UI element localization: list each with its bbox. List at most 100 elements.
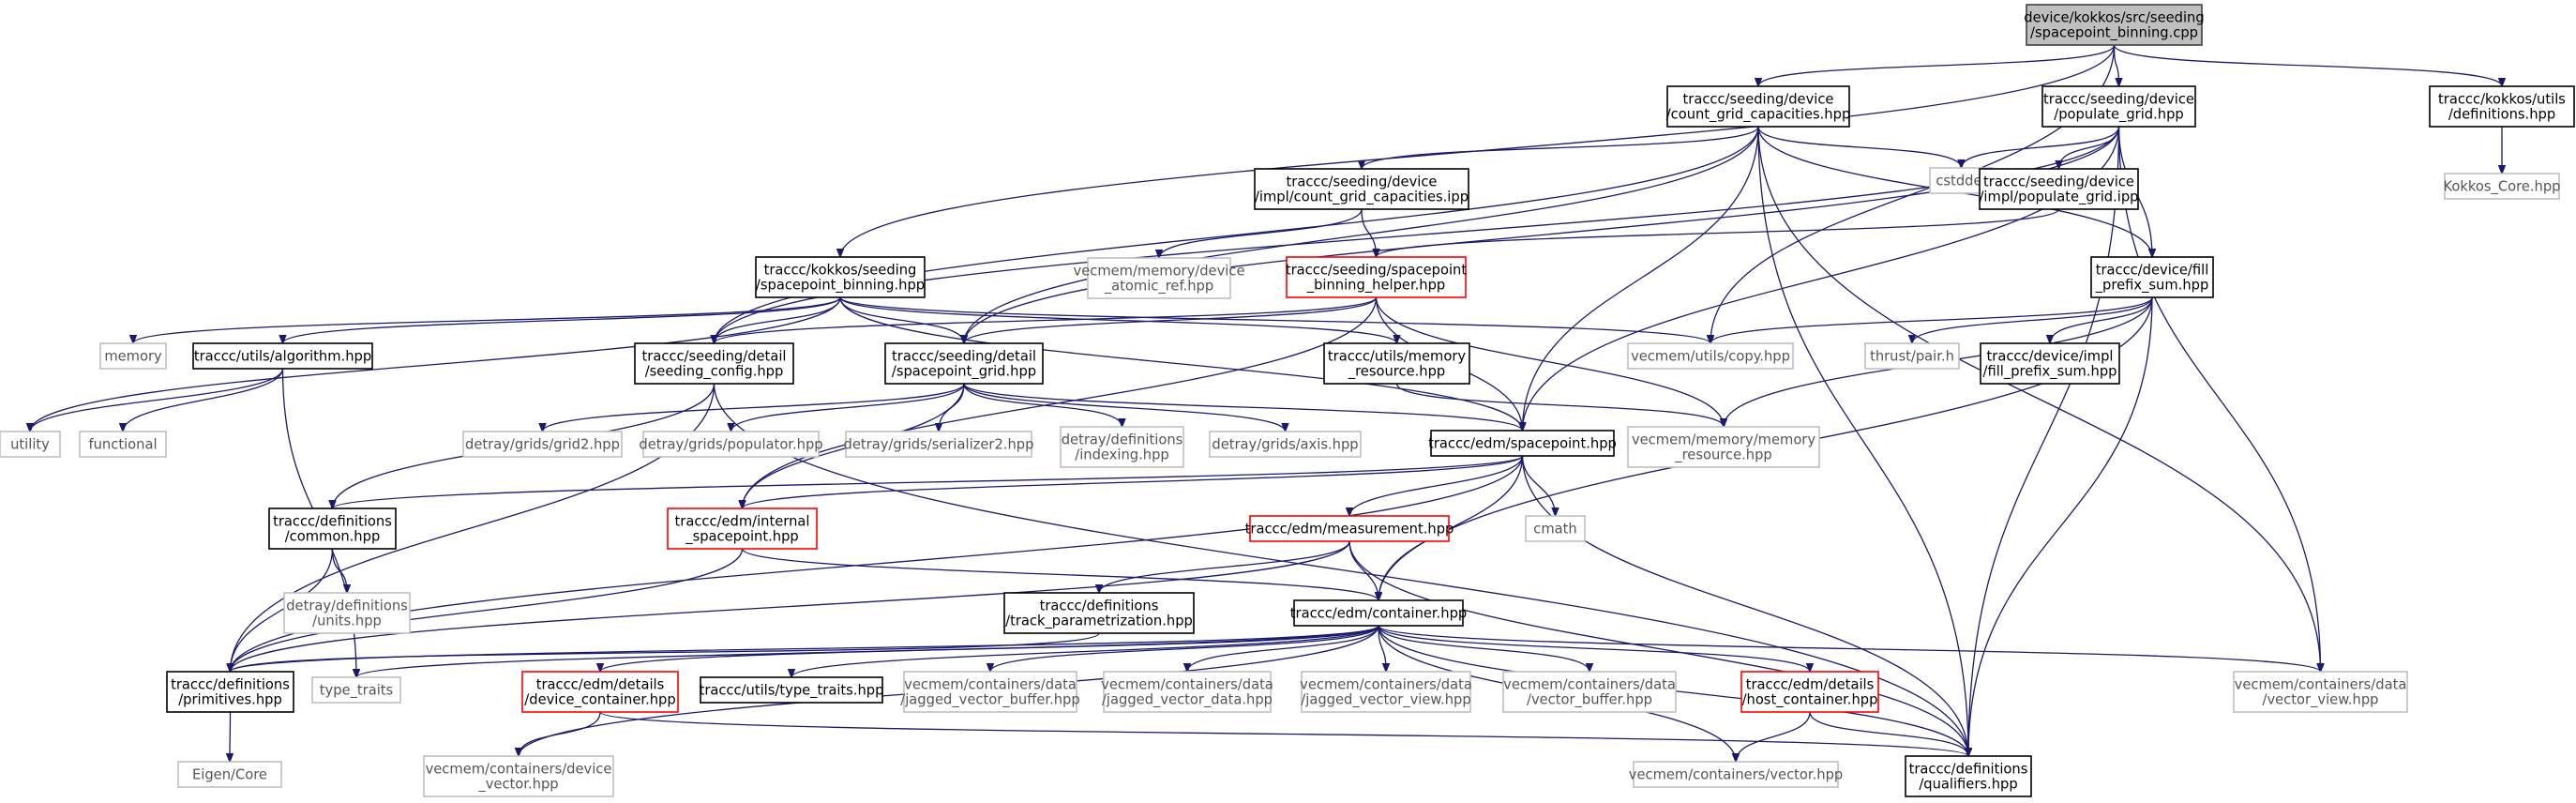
dependency-edge-defs_common-to-detray_units bbox=[331, 548, 348, 593]
node-label: _binning_helper.hpp bbox=[1306, 278, 1446, 294]
node-fill-prefix-impl[interactable]: traccc/device/impl/fill_prefix_sum.hpp bbox=[1980, 342, 2120, 385]
edge-path bbox=[743, 455, 1524, 508]
node-box bbox=[1209, 431, 1362, 458]
dependency-edge-kokkos_binning-to-edm_spacepoint bbox=[839, 296, 1523, 431]
node-functional: functional bbox=[79, 431, 167, 458]
node-qualifiers[interactable]: traccc/definitions/qualifiers.hpp bbox=[1905, 755, 2032, 797]
node-label: /jagged_vector_view.hpp bbox=[1301, 692, 1470, 708]
node-label: vecmem/containers/data bbox=[1300, 677, 1472, 693]
node-kokkos-core: Kokkos_Core.hpp bbox=[2444, 173, 2560, 200]
node-serializer2: detray/grids/serializer2.hpp bbox=[844, 431, 1033, 458]
dependency-edge-algorithm-to-utility bbox=[30, 368, 284, 432]
node-host-container[interactable]: traccc/edm/details/host_container.hpp bbox=[1740, 671, 1879, 713]
node-label: detray/definitions bbox=[1062, 432, 1183, 448]
node-jvd: vecmem/containers/data/jagged_vector_dat… bbox=[1101, 671, 1273, 713]
node-populate-grid[interactable]: traccc/seeding/device/populate_grid.hpp bbox=[2041, 85, 2196, 128]
dependency-edge-host_container-to-qualifiers bbox=[1809, 711, 1968, 756]
node-count-ipp[interactable]: traccc/seeding/device/impl/count_grid_ca… bbox=[1254, 168, 1469, 210]
edge-path bbox=[1378, 625, 2321, 672]
dependency-edge-count_grid-to-qualifiers bbox=[1757, 126, 1968, 756]
dependency-edge-spacepoint_grid-to-indexing bbox=[963, 383, 1122, 427]
node-jvv: vecmem/containers/data/jagged_vector_vie… bbox=[1300, 671, 1472, 713]
node-box bbox=[99, 342, 167, 370]
node-box bbox=[1525, 515, 1586, 542]
node-label: traccc/seeding/spacepoint bbox=[1286, 263, 1467, 279]
node-binning-helper[interactable]: traccc/seeding/spacepoint_binning_helper… bbox=[1286, 256, 1467, 298]
node-label: /seeding_config.hpp bbox=[645, 364, 784, 380]
node-label: /spacepoint_binning.cpp bbox=[2030, 25, 2198, 41]
node-label: /jagged_vector_buffer.hpp bbox=[900, 692, 1079, 708]
node-seeding-config[interactable]: traccc/seeding/detail/seeding_config.hpp bbox=[634, 342, 794, 385]
node-root[interactable]: device/kokkos/src/seeding/spacepoint_bin… bbox=[2024, 4, 2205, 46]
node-label: /vector_view.hpp bbox=[2263, 692, 2379, 708]
node-container[interactable]: traccc/edm/container.hpp bbox=[1290, 599, 1467, 627]
edge-path bbox=[231, 625, 1379, 672]
edge-path bbox=[715, 296, 1378, 343]
node-device-container[interactable]: traccc/edm/details/device_container.hpp bbox=[521, 671, 679, 713]
node-type-traits: type_traits bbox=[311, 676, 401, 704]
node-label: detray/definitions bbox=[286, 598, 408, 614]
node-label: traccc/edm/container.hpp bbox=[1290, 606, 1467, 622]
node-algorithm[interactable]: traccc/utils/algorithm.hpp bbox=[192, 342, 373, 370]
node-label: /populate_grid.hpp bbox=[2054, 107, 2184, 123]
node-label: vecmem/containers/device bbox=[426, 762, 612, 778]
node-label: traccc/edm/measurement.hpp bbox=[1245, 522, 1454, 538]
dependency-edge-spacepoint_grid-to-grid2 bbox=[543, 383, 965, 432]
node-defs-common[interactable]: traccc/definitions/common.hpp bbox=[268, 508, 397, 550]
node-measurement[interactable]: traccc/edm/measurement.hpp bbox=[1245, 515, 1454, 542]
node-label: /spacepoint_grid.hpp bbox=[892, 364, 1036, 380]
node-count-grid[interactable]: traccc/seeding/device/count_grid_capacit… bbox=[1666, 85, 1851, 128]
node-vm-vector: vecmem/containers/vector.hpp bbox=[1629, 761, 1843, 788]
node-fill-prefix[interactable]: traccc/device/fill_prefix_sum.hpp bbox=[2090, 256, 2214, 298]
dependency-edge-root-to-count_grid bbox=[1758, 44, 2116, 86]
node-box bbox=[1249, 515, 1450, 542]
node-spacepoint-grid[interactable]: traccc/seeding/detail/spacepoint_grid.hp… bbox=[884, 342, 1044, 385]
node-label: /jagged_vector_data.hpp bbox=[1102, 692, 1273, 708]
node-label: /primitives.hpp bbox=[178, 692, 282, 708]
edge-path bbox=[1757, 126, 1968, 756]
node-box bbox=[2090, 256, 2214, 298]
edge-path bbox=[123, 368, 284, 432]
node-box bbox=[521, 671, 679, 713]
node-primitives[interactable]: traccc/definitions/primitives.hpp bbox=[166, 671, 294, 713]
node-label: traccc/definitions bbox=[171, 677, 290, 693]
node-utils-type-traits[interactable]: traccc/utils/type_traits.hpp bbox=[700, 676, 884, 704]
node-edm-spacepoint[interactable]: traccc/edm/spacepoint.hpp bbox=[1428, 430, 1617, 457]
node-populate-ipp[interactable]: traccc/seeding/device/impl/populate_grid… bbox=[1979, 168, 2139, 210]
edge-path bbox=[30, 296, 841, 432]
node-memory-resource[interactable]: traccc/utils/memory_resource.hpp bbox=[1323, 342, 1470, 385]
node-label: traccc/edm/details bbox=[536, 677, 665, 693]
node-device-vector: vecmem/containers/device_vector.hpp bbox=[423, 755, 614, 797]
dependency-edge-edm_spacepoint-to-internal_sp bbox=[743, 455, 1524, 508]
edge-path bbox=[1757, 126, 1962, 168]
node-label: device/kokkos/src/seeding bbox=[2024, 10, 2204, 26]
node-kokkos-defs[interactable]: traccc/kokkos/utils/definitions.hpp bbox=[2429, 85, 2575, 128]
edge-path bbox=[1521, 455, 1969, 756]
node-label: /common.hpp bbox=[285, 529, 381, 545]
node-label: vecmem/containers/data bbox=[904, 677, 1077, 693]
dependency-edge-count_grid-to-edm_spacepoint bbox=[1523, 126, 1759, 431]
node-internal-sp[interactable]: traccc/edm/internal_spacepoint.hpp bbox=[667, 508, 818, 550]
node-track-param[interactable]: traccc/definitions/track_parametrization… bbox=[1003, 592, 1195, 634]
edge-path bbox=[839, 296, 964, 343]
node-label: vecmem/containers/data bbox=[1503, 677, 1676, 693]
node-box bbox=[642, 431, 820, 458]
node-label: traccc/edm/spacepoint.hpp bbox=[1428, 436, 1617, 452]
node-label: cmath bbox=[1533, 522, 1576, 538]
node-label: vecmem/memory/device bbox=[1074, 264, 1245, 280]
node-label: traccc/definitions bbox=[273, 514, 392, 530]
node-label: memory bbox=[104, 349, 162, 365]
node-label: vecmem/containers/vector.hpp bbox=[1629, 767, 1843, 783]
node-box bbox=[1087, 257, 1231, 299]
dependency-edge-container-to-host_container bbox=[1378, 625, 1810, 672]
dependency-edge-kokkos_binning-to-memory bbox=[133, 296, 841, 343]
edge-path bbox=[30, 368, 284, 432]
node-box bbox=[2041, 85, 2196, 128]
edge-path bbox=[230, 711, 231, 762]
node-kokkos-binning[interactable]: traccc/kokkos/seeding/spacepoint_binning… bbox=[755, 256, 926, 298]
node-label: type_traits bbox=[320, 683, 393, 699]
dependency-edge-populate_ipp-to-binning_helper bbox=[1377, 208, 2060, 257]
dependency-edge-kokkos_binning-to-spacepoint_grid bbox=[839, 296, 964, 343]
node-label: traccc/seeding/detail bbox=[892, 349, 1036, 365]
node-box bbox=[1980, 342, 2120, 385]
